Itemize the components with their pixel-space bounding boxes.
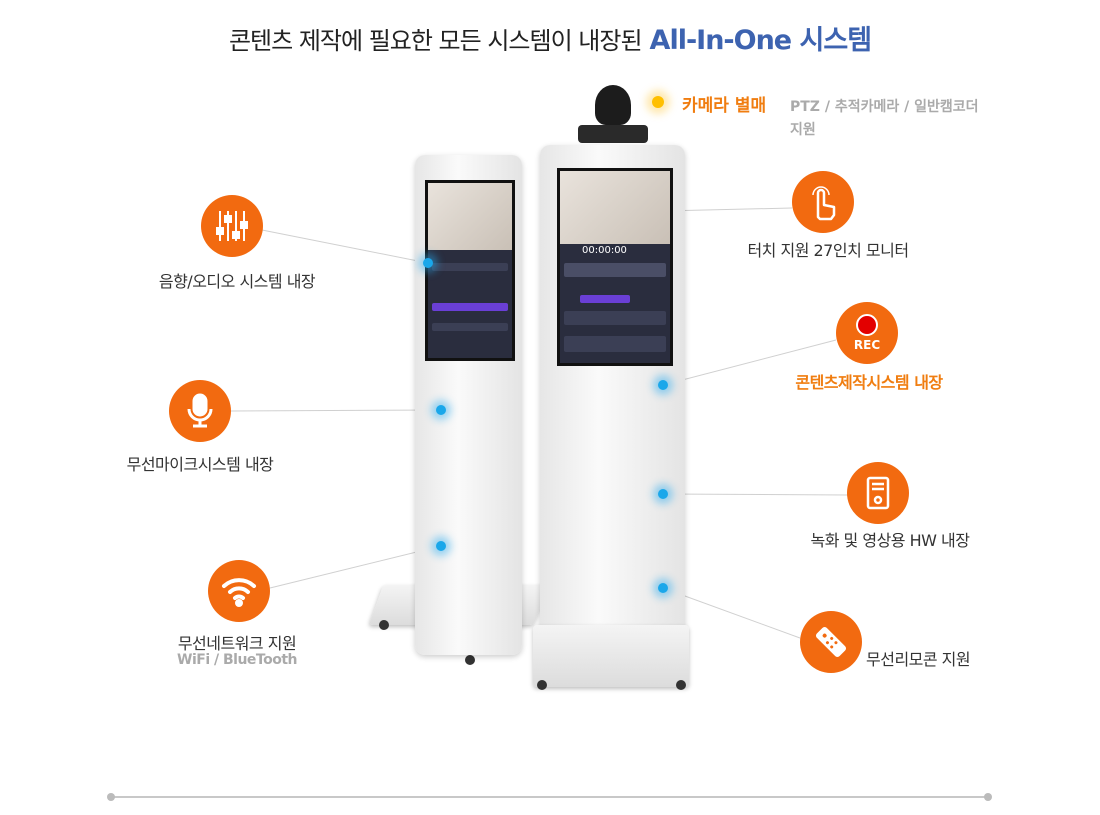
- feature-mic-label: 무선마이크시스템 내장: [126, 455, 274, 474]
- feature-wifi-label: 무선네트워크 지원: [177, 634, 297, 653]
- camera-note-line2: 지원: [790, 122, 816, 138]
- rec-icon: REC: [836, 302, 898, 364]
- rec-text: REC: [853, 338, 881, 352]
- wifi-icon: [208, 560, 270, 622]
- title-text: 콘텐츠 제작에 필요한 모든 시스템이 내장된: [228, 27, 643, 55]
- microphone-icon: [169, 380, 231, 442]
- feature-remote-label: 무선리모콘 지원: [866, 650, 971, 669]
- feature-wifi-sub: WiFi / BlueTooth: [177, 652, 297, 668]
- camera-label: 카메라 별매: [682, 96, 767, 116]
- feature-hw-label: 녹화 및 영상용 HW 내장: [810, 531, 970, 550]
- audio-mixer-icon: [201, 195, 263, 257]
- title-highlight: All-In-One 시스템: [649, 25, 872, 56]
- pc-tower-icon: [847, 462, 909, 524]
- remote-control-icon: [800, 611, 862, 673]
- timer-display: 00:00:00: [582, 245, 627, 256]
- hotspot-dot: [423, 258, 433, 268]
- feature-touch-label: 터치 지원 27인치 모니터: [747, 241, 909, 260]
- hotspot-dot: [436, 541, 446, 551]
- camera-note-line1: PTZ / 추적카메라 / 일반캠코더: [790, 99, 979, 115]
- touch-hand-icon: [792, 171, 854, 233]
- hotspot-dot: [436, 405, 446, 415]
- hotspot-dot: [658, 489, 668, 499]
- hotspot-dot: [658, 583, 668, 593]
- touch-screen: 00:00:00: [557, 168, 673, 366]
- hotspot-dot: [658, 380, 668, 390]
- feature-rec-label: 콘텐츠제작시스템 내장: [795, 373, 943, 392]
- feature-audio-label: 음향/오디오 시스템 내장: [158, 272, 316, 291]
- camera-dot-icon: [652, 96, 664, 108]
